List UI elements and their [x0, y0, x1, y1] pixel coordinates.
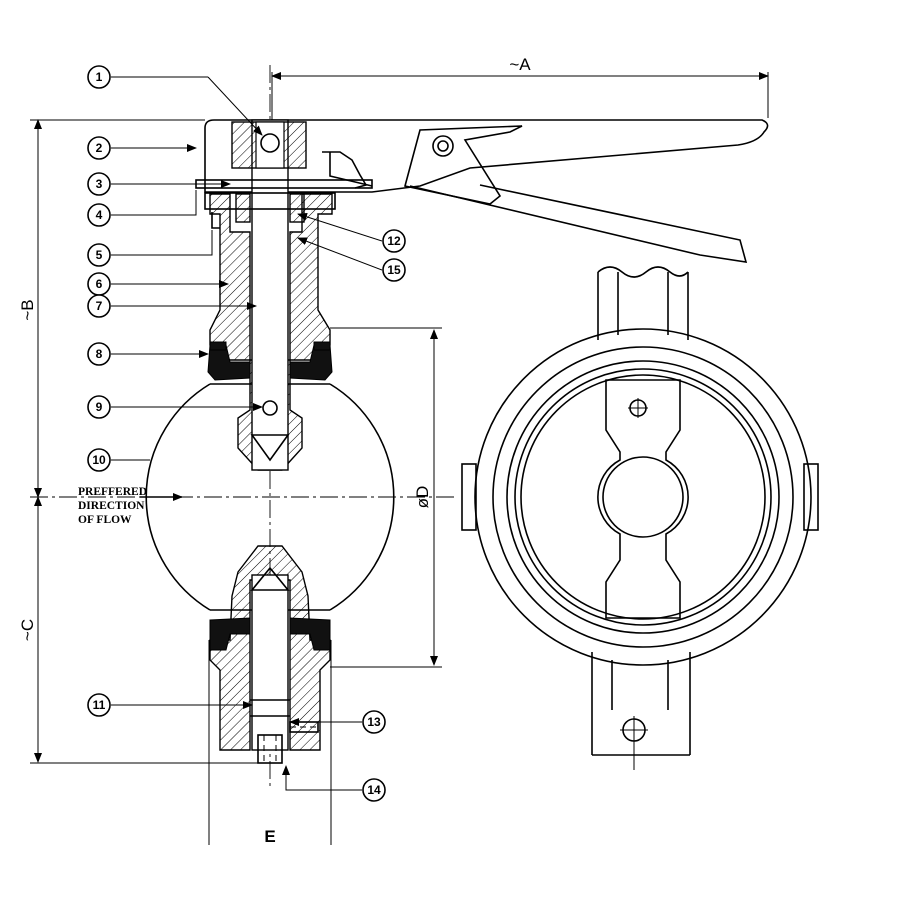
- lever-handle: [204, 119, 769, 263]
- callout-2: 2: [87, 136, 111, 160]
- dimension-e: E: [208, 640, 332, 846]
- upper-seal: [207, 341, 333, 381]
- callout-14: 14: [362, 778, 386, 802]
- flow-label-line-1: PREFFERED: [78, 486, 147, 498]
- callout-13: 13: [362, 710, 386, 734]
- svg-text:12: 12: [387, 234, 401, 248]
- dim-c-label: ~C: [18, 619, 37, 641]
- svg-text:15: 15: [387, 263, 401, 277]
- svg-text:14: 14: [367, 783, 381, 797]
- valve-body-neck: [209, 119, 333, 471]
- taper-pin: [262, 400, 278, 416]
- callout-7: 7: [87, 294, 111, 318]
- callout-1: 1: [87, 65, 111, 89]
- callout-leaders: [111, 76, 383, 791]
- stem-top-block: [231, 121, 307, 169]
- flow-label: PREFFERED DIRECTION OF FLOW: [78, 486, 147, 526]
- front-view: [461, 266, 819, 770]
- dim-e-label: E: [264, 827, 275, 846]
- callout-9: 9: [87, 395, 111, 419]
- valve-body-lower: [209, 545, 331, 764]
- flow-label-line-3: OF FLOW: [78, 514, 132, 526]
- svg-text:13: 13: [367, 715, 381, 729]
- lower-seal: [209, 617, 331, 651]
- flow-label-line-2: DIRECTION: [78, 500, 145, 512]
- callout-bubbles: 1 2 3 4 5 6 7 8 9 10 11 12 13 14 15: [87, 65, 406, 802]
- svg-text:3: 3: [96, 177, 103, 191]
- callout-10: 10: [87, 448, 111, 472]
- svg-text:2: 2: [96, 141, 103, 155]
- callout-15: 15: [382, 258, 406, 282]
- callout-5: 5: [87, 243, 111, 267]
- callout-12: 12: [382, 229, 406, 253]
- svg-text:1: 1: [96, 70, 103, 84]
- svg-text:10: 10: [92, 453, 106, 467]
- dim-b-label: ~B: [18, 299, 37, 320]
- svg-text:8: 8: [96, 347, 103, 361]
- dimension-d: øD: [330, 327, 442, 668]
- svg-text:11: 11: [93, 698, 106, 712]
- dimension-a: ~A: [271, 55, 769, 140]
- svg-text:6: 6: [96, 277, 103, 291]
- dimension-c: ~C: [18, 496, 270, 764]
- callout-4: 4: [87, 203, 111, 227]
- svg-text:7: 7: [96, 299, 103, 313]
- callout-6: 6: [87, 272, 111, 296]
- svg-text:9: 9: [96, 400, 103, 414]
- callout-8: 8: [87, 342, 111, 366]
- callout-3: 3: [87, 172, 111, 196]
- svg-text:5: 5: [96, 248, 103, 262]
- dimension-b: ~B: [18, 119, 205, 498]
- svg-text:4: 4: [96, 208, 103, 222]
- dim-a-label: ~A: [509, 55, 531, 74]
- callout-11: 11: [87, 693, 111, 717]
